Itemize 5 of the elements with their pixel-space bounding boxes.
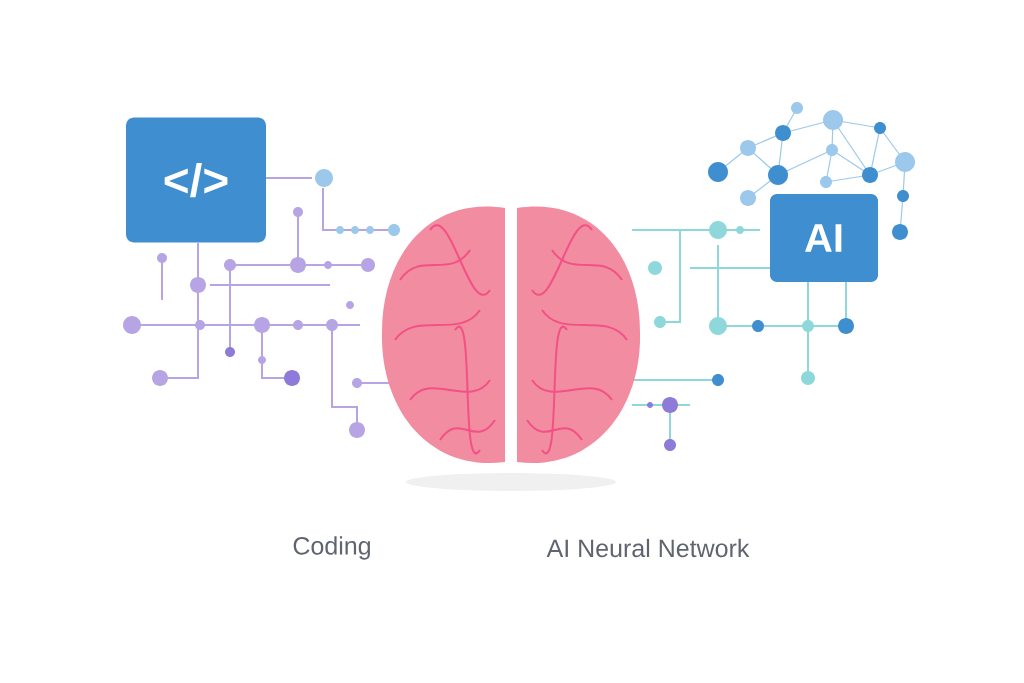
caption-label: Coding xyxy=(293,536,370,560)
caption-label: AI Neural Network xyxy=(546,538,750,558)
code-box: </> xyxy=(126,117,266,243)
ai-box: AI xyxy=(770,194,878,282)
brain-drawing xyxy=(382,206,640,491)
